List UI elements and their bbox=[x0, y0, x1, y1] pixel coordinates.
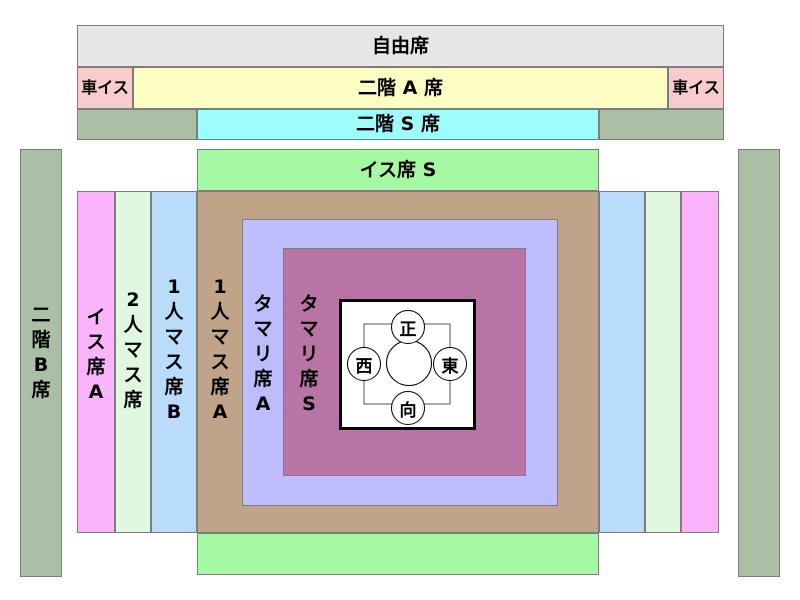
box2-label: 2 人 マ ス 席 bbox=[123, 289, 143, 411]
box2-right-block[interactable] bbox=[645, 191, 681, 533]
box1b-label: 1 人 マ ス 席 B bbox=[164, 276, 184, 423]
box1a-label: 1 人 マ ス 席 A bbox=[210, 276, 230, 423]
chair-a-right-block[interactable] bbox=[681, 191, 719, 533]
second-floor-a-label: 二階 A 席 bbox=[358, 76, 443, 99]
tamari-s-label: タ マ リ 席 S bbox=[299, 293, 319, 415]
box1b-left-block[interactable] bbox=[151, 191, 197, 533]
wheelchair-right-block[interactable] bbox=[668, 67, 724, 109]
ring-south-mark: 向 bbox=[391, 391, 425, 425]
ring-east-mark: 東 bbox=[433, 347, 467, 381]
ring-west-mark: 西 bbox=[347, 347, 381, 381]
second-floor-s-block[interactable] bbox=[197, 109, 599, 140]
chair-s-bottom-block[interactable] bbox=[197, 533, 599, 575]
second-floor-b-left-block[interactable] bbox=[20, 149, 62, 577]
second-floor-s-label: 二階 S 席 bbox=[356, 113, 440, 135]
second-floor-a-block[interactable] bbox=[133, 67, 668, 109]
dohyo-circle bbox=[386, 340, 432, 386]
ring-north-mark: 正 bbox=[391, 310, 425, 344]
chair-a-left-block[interactable] bbox=[77, 191, 115, 533]
wheelchair-left-label: 車イス bbox=[81, 78, 129, 97]
free-seat-block[interactable] bbox=[77, 25, 724, 67]
chair-s-label: イス席 S bbox=[359, 158, 437, 181]
chair-s-top-block[interactable] bbox=[197, 149, 599, 191]
free-seat-label: 自由席 bbox=[371, 34, 429, 57]
wheelchair-left-block[interactable] bbox=[77, 67, 133, 109]
tamari-a-label: タ マ リ 席 A bbox=[253, 293, 273, 415]
second-floor-b-top-right-block[interactable] bbox=[599, 109, 724, 140]
box2-left-block[interactable] bbox=[115, 191, 151, 533]
wheelchair-right-label: 車イス bbox=[672, 78, 720, 97]
box1b-right-block[interactable] bbox=[599, 191, 645, 533]
second-floor-b-right-block[interactable] bbox=[738, 149, 780, 577]
chair-a-label: イ ス 席 A bbox=[86, 306, 106, 403]
second-floor-b-label: 二 階 B 席 bbox=[31, 304, 51, 401]
second-floor-b-top-left-block[interactable] bbox=[77, 109, 197, 140]
